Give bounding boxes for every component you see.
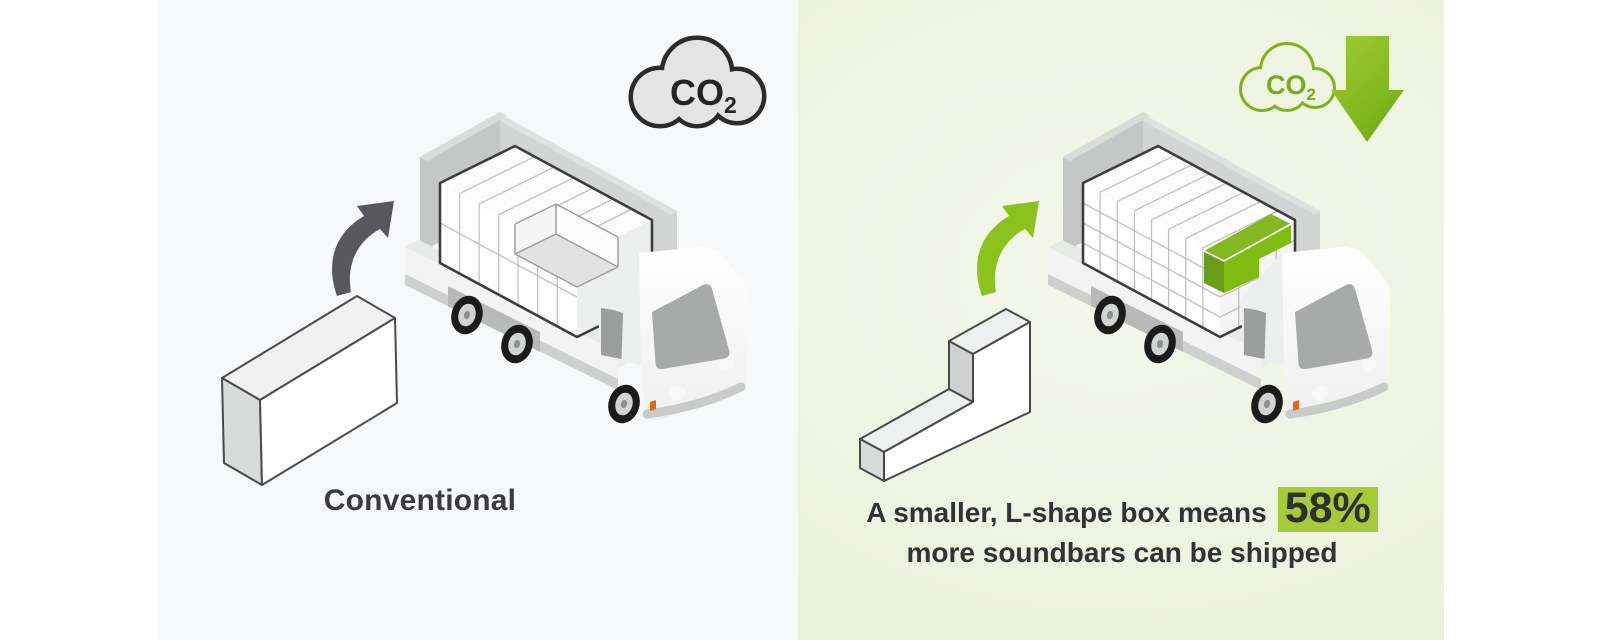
loading-arrow-icon xyxy=(332,201,394,296)
loading-arrow-green-icon xyxy=(977,201,1039,296)
co2-label-left: CO2 xyxy=(670,72,737,118)
conventional-label: Conventional xyxy=(323,484,517,517)
truck-load-conventional xyxy=(438,144,654,339)
caption-line1: A smaller, L-shape box means 58% xyxy=(842,487,1402,532)
caption-highlight-58: 58% xyxy=(1277,487,1378,532)
co2-decrease-arrow-icon xyxy=(1331,36,1404,142)
co2-cloud-icon: CO2 xyxy=(628,35,767,129)
truck-lshape-illustration xyxy=(1048,112,1390,427)
caption-text-before: A smaller, L-shape box means xyxy=(866,497,1267,528)
conventional-box-illustration xyxy=(221,295,398,486)
truck-conventional-illustration xyxy=(405,112,747,427)
l-shape-box-illustration xyxy=(859,308,1031,482)
co2-label-right: CO2 xyxy=(1266,70,1316,104)
l-shape-box-highlight xyxy=(1203,214,1292,293)
caption-line2: more soundbars can be shipped xyxy=(906,537,1338,568)
lshape-caption: A smaller, L-shape box means 58% more so… xyxy=(842,487,1402,569)
co2-reduction-cloud-icon: CO2 xyxy=(1239,42,1336,112)
